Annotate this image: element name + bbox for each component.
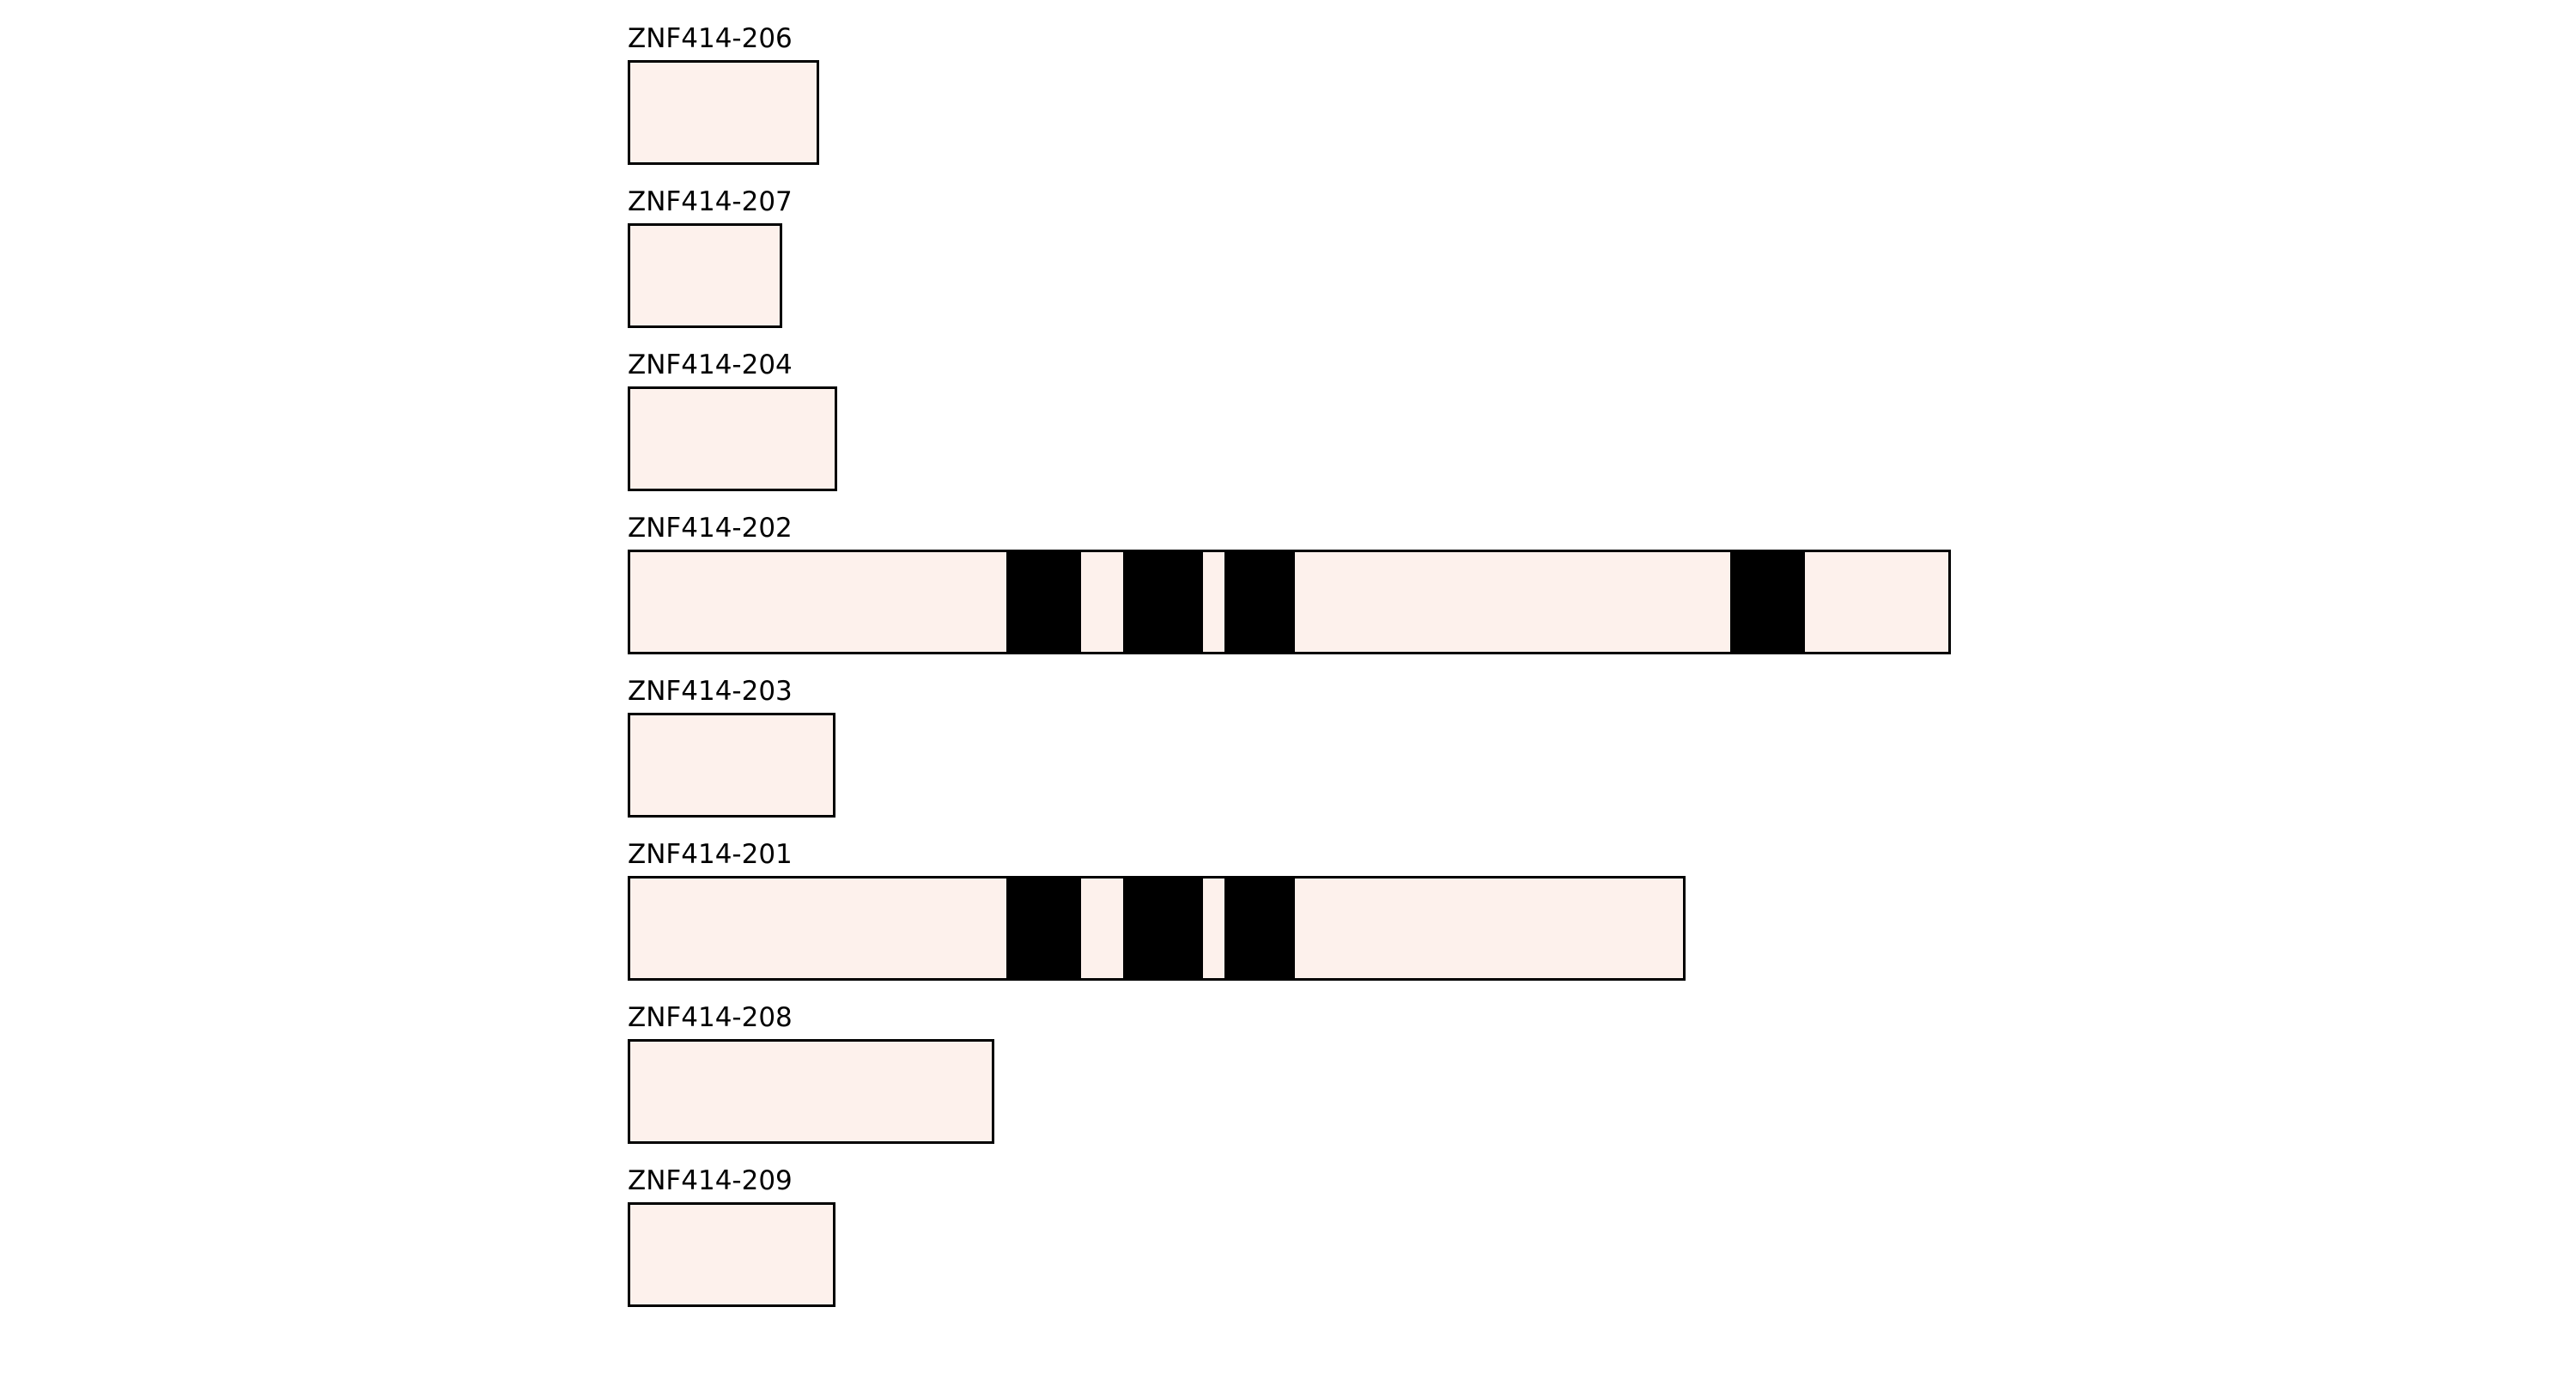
transcript-label: ZNF414-209 bbox=[628, 1165, 793, 1196]
transcript-track[interactable] bbox=[628, 223, 782, 328]
exon-block[interactable] bbox=[1006, 879, 1081, 978]
exon-block[interactable] bbox=[1730, 552, 1805, 652]
transcript-label: ZNF414-204 bbox=[628, 350, 793, 380]
transcript-label: ZNF414-206 bbox=[628, 23, 793, 54]
transcript-label: ZNF414-208 bbox=[628, 1002, 793, 1033]
transcript-track[interactable] bbox=[628, 386, 837, 491]
transcript-track[interactable] bbox=[628, 550, 1951, 654]
transcript-track[interactable] bbox=[628, 713, 835, 818]
exon-block[interactable] bbox=[1123, 879, 1203, 978]
transcript-track[interactable] bbox=[628, 60, 819, 165]
exon-block[interactable] bbox=[1224, 552, 1295, 652]
transcript-track[interactable] bbox=[628, 1202, 835, 1307]
transcript-label: ZNF414-203 bbox=[628, 676, 793, 707]
transcript-track[interactable] bbox=[628, 1039, 994, 1144]
transcript-track[interactable] bbox=[628, 876, 1686, 981]
exon-block[interactable] bbox=[1224, 879, 1295, 978]
transcript-label: ZNF414-207 bbox=[628, 186, 793, 217]
transcript-label: ZNF414-202 bbox=[628, 513, 793, 544]
exon-block[interactable] bbox=[1006, 552, 1081, 652]
transcript-label: ZNF414-201 bbox=[628, 839, 793, 870]
exon-block[interactable] bbox=[1123, 552, 1203, 652]
